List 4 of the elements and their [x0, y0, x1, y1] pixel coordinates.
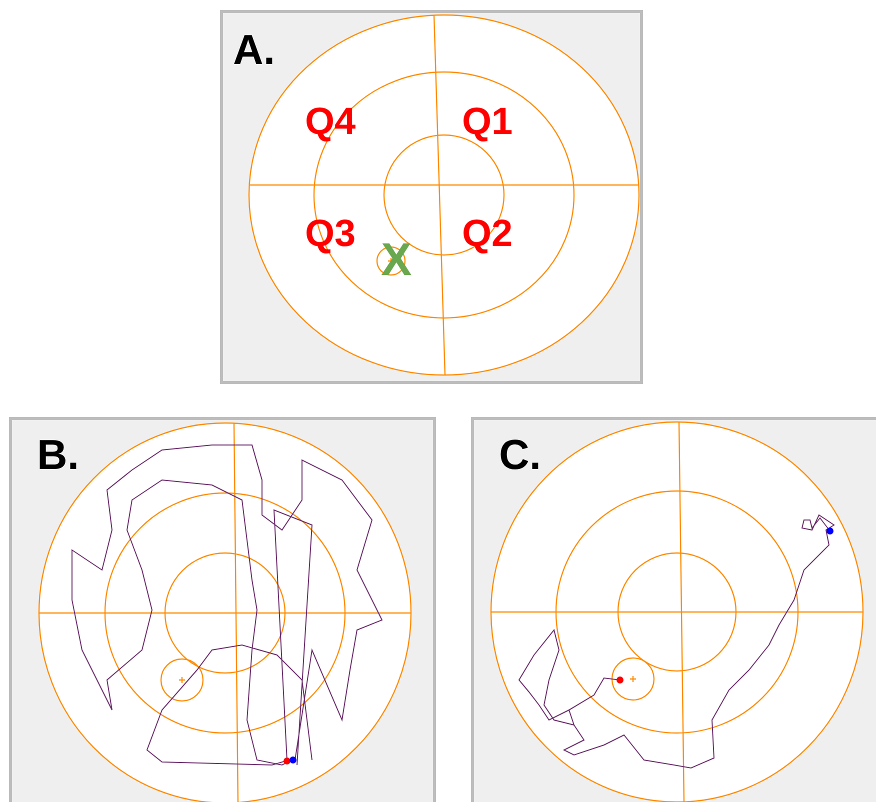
- panel-letter: B.: [37, 434, 79, 476]
- panel-letter: A.: [233, 29, 275, 71]
- quadrant-label: Q1: [462, 103, 513, 141]
- panel-letter: C.: [499, 434, 541, 476]
